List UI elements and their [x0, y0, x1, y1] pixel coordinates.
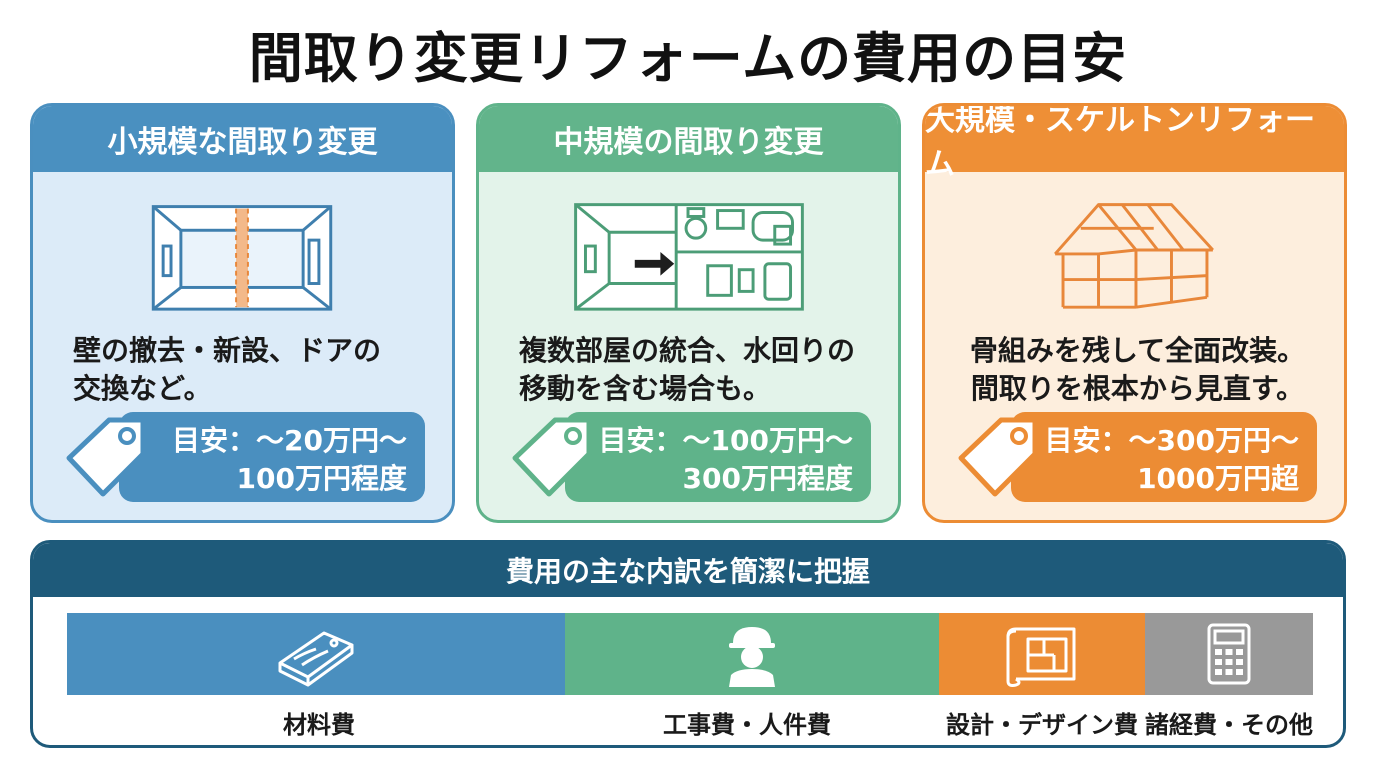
breakdown-bar-design	[939, 613, 1145, 695]
breakdown-bar-materials	[67, 613, 565, 695]
price-estimate: 目安：〜20万円〜 100万円程度	[119, 412, 425, 502]
card-heading: 大規模・スケルトンリフォーム	[925, 106, 1344, 182]
breakdown-bar-misc	[1145, 613, 1313, 695]
room-wall-icon	[151, 205, 333, 311]
card-large-scale: 大規模・スケルトンリフォーム 骨組みを残して全面改装。	[922, 103, 1347, 523]
lumber-icon	[278, 631, 354, 687]
blueprint-icon	[1006, 627, 1076, 687]
floorplan-water-icon	[574, 203, 804, 311]
card-medium-scale: 中規模の間取り変更 複数部屋の統合、水回りの	[476, 103, 901, 523]
breakdown-label-materials: 材料費	[283, 711, 355, 739]
breakdown-bar-labor	[565, 613, 939, 695]
breakdown-label-misc: 諸経費・その他	[1145, 711, 1313, 739]
breakdown-label-labor: 工事費・人件費	[663, 711, 831, 739]
breakdown-heading: 費用の主な内訳を簡潔に把握	[33, 543, 1343, 597]
house-frame-icon	[1054, 203, 1214, 309]
card-description: 骨組みを残して全面改装。 間取りを根本から見直す。	[969, 334, 1306, 405]
page-title: 間取り変更リフォームの費用の目安	[248, 27, 1128, 90]
worker-icon	[729, 627, 775, 687]
card-description: 複数部屋の統合、水回りの 移動を含む場合も。	[519, 334, 856, 405]
calculator-icon	[1207, 623, 1251, 685]
breakdown-label-design: 設計・デザイン費	[946, 711, 1138, 739]
card-heading: 小規模な間取り変更	[33, 106, 452, 172]
price-estimate: 目安：〜300万円〜 1000万円超	[1011, 412, 1317, 502]
price-tag-icon	[66, 417, 146, 497]
price-tag-icon	[958, 417, 1038, 497]
price-tag-icon	[512, 417, 592, 497]
card-description: 壁の撤去・新設、ドアの 交換など。	[73, 334, 382, 405]
cost-breakdown-panel: 費用の主な内訳を簡潔に把握	[30, 540, 1346, 748]
card-small-scale: 小規模な間取り変更 壁の撤去・新設、ドアの 交換など。 目安：〜20万円〜 10…	[30, 103, 455, 523]
card-heading: 中規模の間取り変更	[479, 106, 898, 172]
price-estimate: 目安：〜100万円〜 300万円程度	[565, 412, 871, 502]
